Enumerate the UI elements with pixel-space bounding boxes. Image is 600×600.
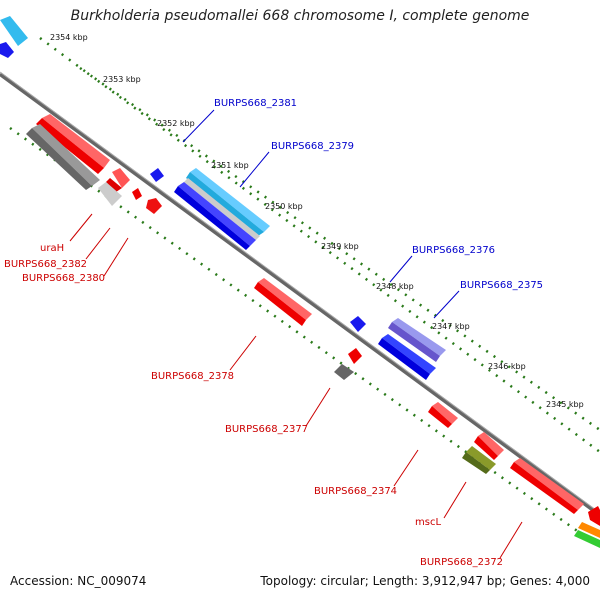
gene-small-blue-b[interactable] [350, 316, 366, 332]
gene-label[interactable]: BURPS668_2376 [412, 245, 495, 256]
gene-small-blue-a[interactable] [150, 168, 164, 182]
gene-label[interactable]: BURPS668_2374 [314, 486, 397, 497]
gene-urah[interactable] [36, 114, 110, 174]
gene-label[interactable]: BURPS668_2377 [225, 424, 308, 435]
tick-label: 2351 kbp [211, 161, 249, 170]
tick-label: 2347 kbp [432, 322, 470, 331]
accession-text: Accession: NC_009074 [10, 574, 147, 588]
backbone-line [0, 72, 600, 517]
gene-burps668-2374-b[interactable] [474, 432, 504, 460]
gene-burps668-2375[interactable] [378, 334, 436, 380]
gene-mscl[interactable] [462, 446, 496, 474]
tick-label: 2345 kbp [546, 400, 584, 409]
topology-text: Topology: circular; Length: 3,912,947 bp… [260, 574, 590, 588]
tick-label: 2352 kbp [157, 119, 195, 128]
gene-burps668-2377[interactable] [334, 364, 354, 380]
gene-label[interactable]: BURPS668_2372 [420, 557, 503, 568]
gene-burps668-2376[interactable] [388, 318, 446, 362]
gene-edge-green[interactable] [574, 530, 600, 548]
gene-burps668-2381[interactable] [186, 168, 270, 236]
label-leaders [69, 109, 523, 559]
gene-small-grey[interactable] [98, 182, 122, 206]
gene-burps668-2374[interactable] [428, 402, 458, 428]
gene-grey-band[interactable] [184, 178, 260, 240]
gene-small-red-a[interactable] [132, 188, 142, 200]
gene-burps668-2372[interactable] [510, 458, 584, 514]
gene-top-left-blue[interactable] [0, 42, 14, 58]
tick-label: 2346 kbp [488, 362, 526, 371]
gene-label[interactable]: BURPS668_2381 [214, 98, 297, 109]
gene-label[interactable]: BURPS668_2379 [271, 141, 354, 152]
tick-label: 2353 kbp [103, 75, 141, 84]
forward-gene-labels: BURPS668_2381 BURPS668_2379 BURPS668_237… [214, 98, 543, 291]
tick-label: 2354 kbp [50, 33, 88, 42]
gene-small-red-c[interactable] [348, 348, 362, 364]
tick-label: 2349 kbp [321, 242, 359, 251]
gene-label[interactable]: BURPS668_2378 [151, 371, 234, 382]
gene-burps668-2382[interactable] [26, 124, 100, 190]
gene-label[interactable]: BURPS668_2375 [460, 280, 543, 291]
gene-edge-red[interactable] [588, 506, 600, 526]
reverse-gene-labels: uraH BURPS668_2382 BURPS668_2380 BURPS66… [4, 243, 503, 568]
tick-label: 2348 kbp [376, 282, 414, 291]
tick-label: 2350 kbp [265, 202, 303, 211]
tick-labels: 2354 kbp 2353 kbp 2352 kbp 2351 kbp 2350… [50, 33, 584, 409]
gene-small-red-b[interactable] [146, 198, 162, 214]
gene-label[interactable]: BURPS668_2382 [4, 259, 87, 270]
map-title: Burkholderia pseudomallei 668 chromosome… [70, 8, 530, 24]
gene-label[interactable]: uraH [40, 243, 64, 254]
gene-burps668-2379[interactable] [174, 182, 256, 250]
gene-burps668-2378[interactable] [254, 278, 312, 326]
gene-label[interactable]: BURPS668_2380 [22, 273, 105, 284]
gene-edge-orange[interactable] [578, 522, 600, 538]
gene-label[interactable]: mscL [415, 517, 441, 528]
gene-top-left-cyan[interactable] [0, 16, 28, 46]
gene-burps668-2380-a[interactable] [106, 168, 130, 192]
